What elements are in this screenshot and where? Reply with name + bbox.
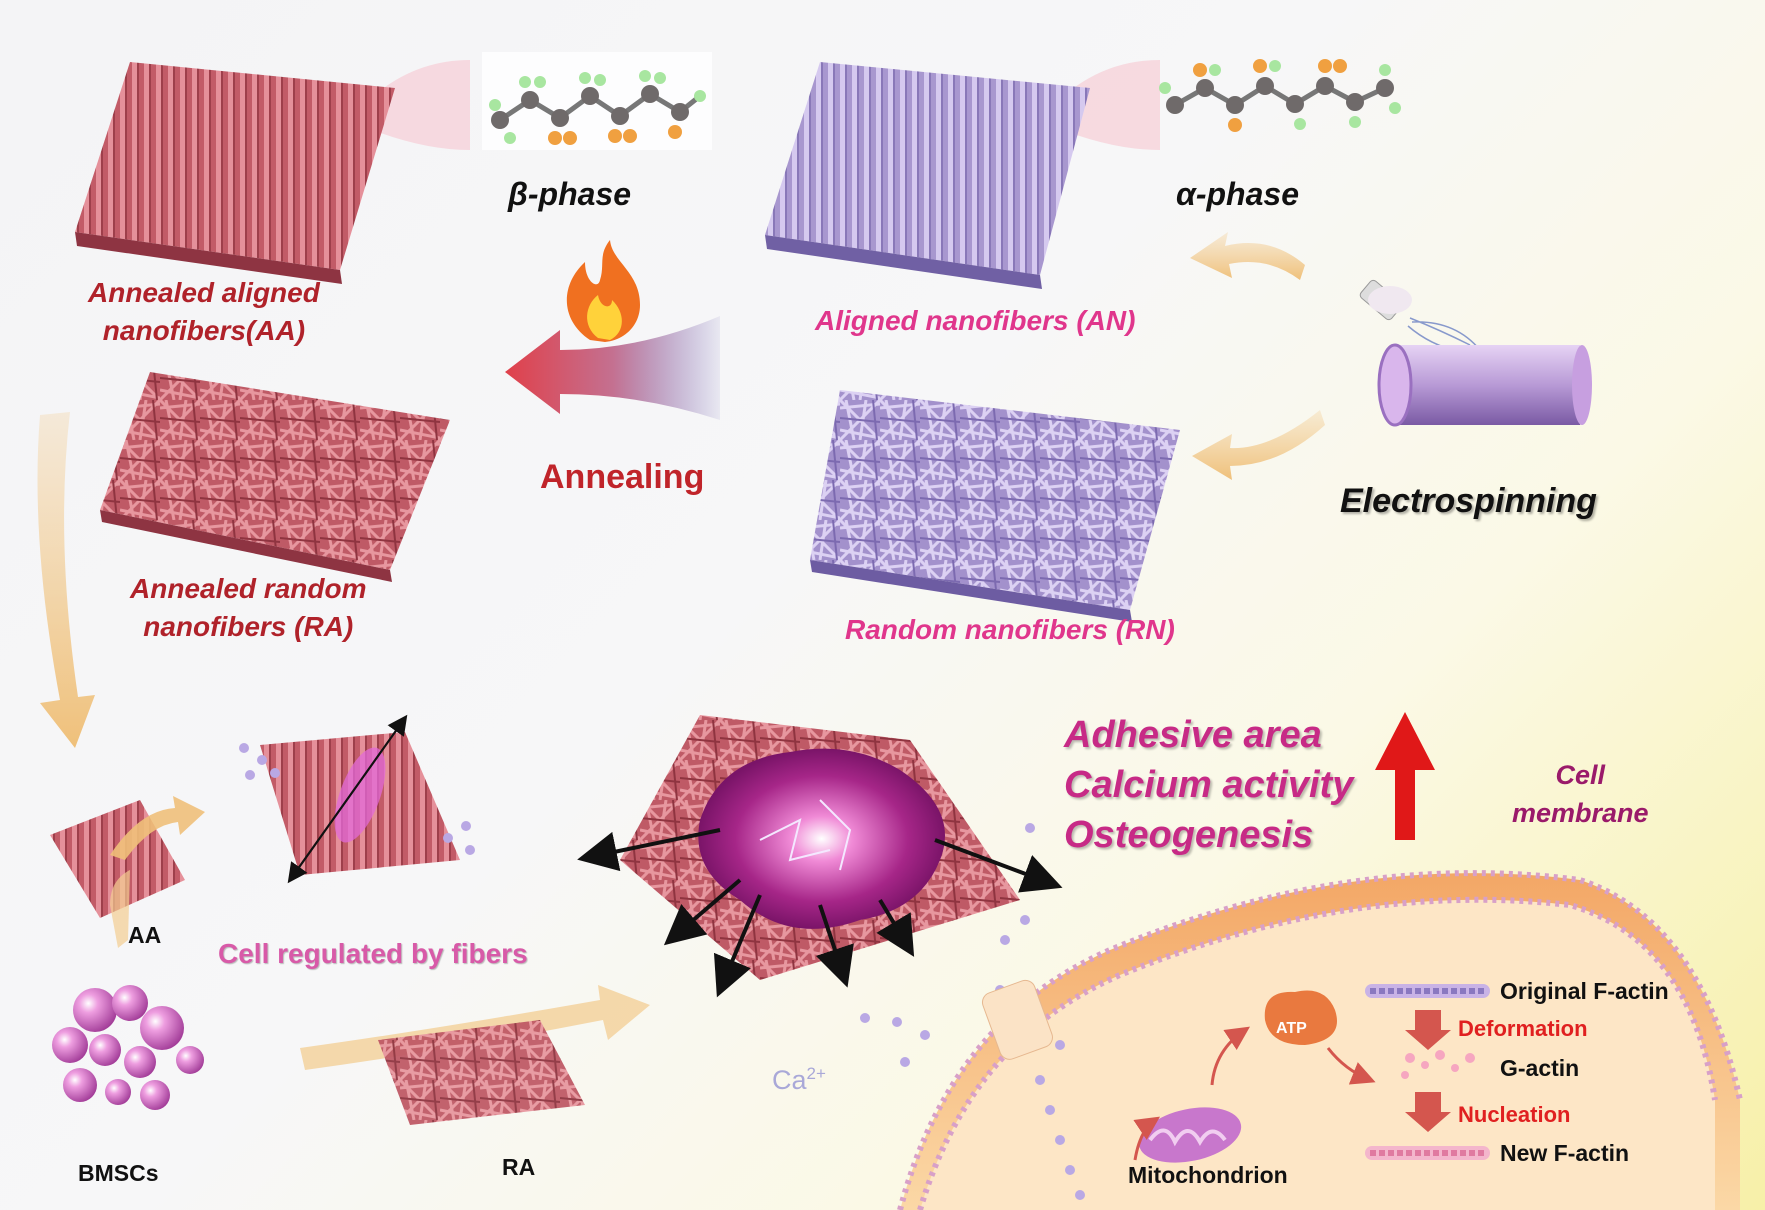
flame-icon [566,240,640,342]
molecule-chain-icon [482,52,712,150]
central-cell-on-random-fibers [577,715,1063,1067]
random-nanofibers-label: Random nanofibers (RN) [845,614,1175,645]
annealing-label: Annealing [540,458,705,496]
original-factin-chain [1365,984,1490,998]
annealed-random-mat [100,372,450,582]
atp-label: ATP [1276,1020,1307,1037]
effect-osteogenesis: Osteogenesis [1064,814,1314,856]
mitochondrion-icon [1138,1107,1242,1163]
electrospinning-collector-icon [1359,279,1592,427]
calcium-ion-label: Ca2+ [772,1064,826,1096]
annealing-arrow [505,316,720,420]
atp-icon [1264,990,1337,1045]
beta-phase-label: β-phase [508,176,631,212]
deformation-arrow [1405,1010,1451,1050]
annealed-aligned-label: Annealed aligned nanofibers(AA) [88,274,320,350]
aa-label: AA [128,922,162,948]
deformation-label: Deformation [1458,1016,1588,1041]
calcium-symbol: Ca [772,1065,807,1095]
alpha-phase-label: α-phase [1176,176,1299,212]
mitochondrion-label: Mitochondrion [1128,1162,1288,1188]
cell-on-aligned-fibers [239,714,475,884]
cell-membrane-label: Cell membrane [1512,756,1649,832]
molecule-chain-icon [1159,59,1401,132]
cell-membrane-line-2: membrane [1512,798,1649,828]
electrospinning-label: Electrospinning [1340,482,1597,520]
bmscs-label: BMSCs [78,1160,159,1186]
annealed-aligned-mat [75,62,395,284]
up-arrow-icon [1375,712,1435,840]
effect-adhesive-area: Adhesive area [1064,714,1322,756]
cell-regulated-label: Cell regulated by fibers [218,938,528,969]
nucleation-arrow [1405,1092,1451,1132]
new-factin-chain [1365,1146,1490,1160]
nucleation-label: Nucleation [1458,1102,1571,1127]
original-factin-label: Original F-actin [1500,978,1669,1004]
flow-arrow-to-random [1192,410,1325,480]
g-actin-monomers [1401,1050,1475,1079]
cell-membrane-line-1: Cell [1555,760,1606,790]
ra-small-mat [378,1020,585,1125]
flow-arrow-bmsc-aa [110,870,130,948]
g-actin-label: G-actin [1500,1055,1580,1081]
random-mat [810,390,1180,622]
annealed-aligned-line-2: nanofibers(AA) [102,315,306,346]
annealed-random-line-1: Annealed random [130,573,367,604]
new-factin-label: New F-actin [1500,1140,1630,1166]
flow-arrow-to-aligned [1190,232,1305,280]
calcium-charge: 2+ [806,1064,826,1083]
effect-calcium-activity: Calcium activity [1064,764,1354,806]
annealed-aligned-line-1: Annealed aligned [88,277,320,308]
bmsc-cluster [52,985,204,1110]
ra-label: RA [502,1154,536,1180]
effects-list: Adhesive area Calcium activity Osteogene… [1064,710,1353,860]
flow-arrow-aa [110,796,205,860]
annealed-random-label: Annealed random nanofibers (RA) [130,570,366,646]
flow-arrow-down-left [37,412,95,748]
aligned-nanofibers-label: Aligned nanofibers (AN) [815,305,1136,336]
annealed-random-line-2: nanofibers (RA) [143,611,354,642]
aligned-mat [765,62,1090,289]
